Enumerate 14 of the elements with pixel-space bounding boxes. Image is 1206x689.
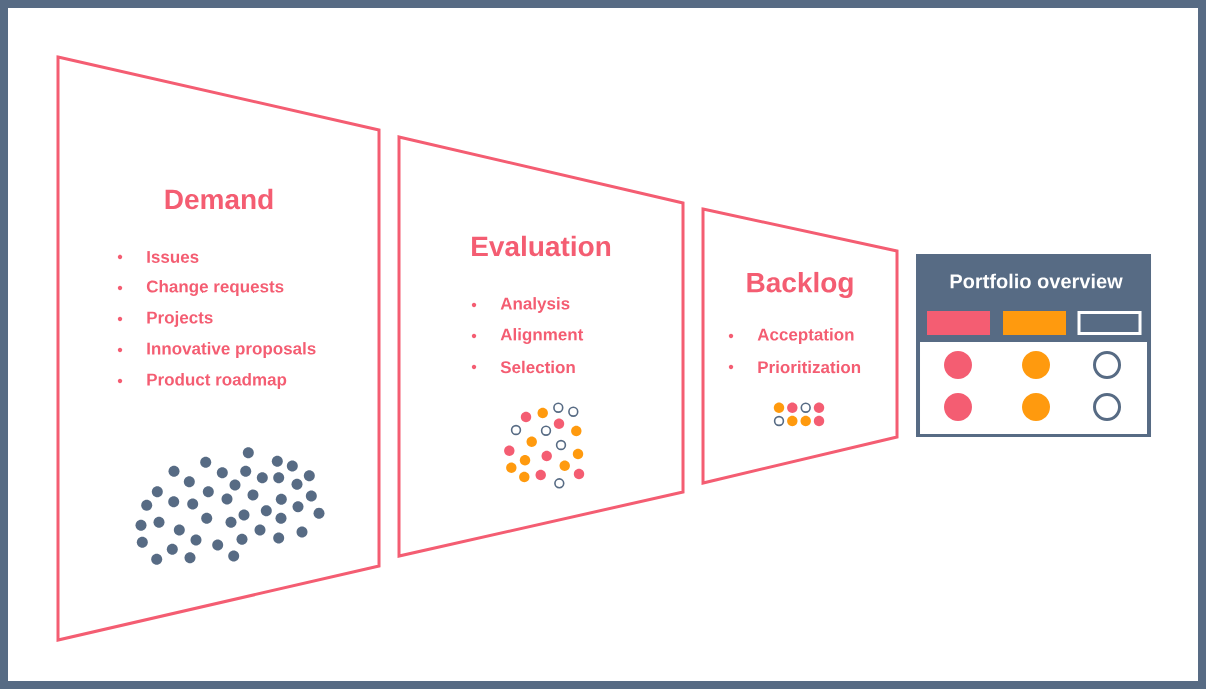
bullet-item: Acceptation (757, 328, 854, 344)
bullet-item: Projects (147, 311, 213, 327)
stage-heading: Evaluation (472, 235, 611, 257)
stage-heading: Demand (165, 188, 273, 210)
bullet-item: Selection (500, 360, 575, 374)
panel-title: Portfolio overview (950, 273, 1123, 289)
bullet-item: Prioritization (758, 360, 861, 374)
bullet-item: Alignment (500, 328, 584, 344)
bullet-item: Analysis (500, 297, 570, 313)
bullet-item: Issues (147, 251, 199, 263)
bullet-item: Innovative proposals (147, 342, 316, 358)
bullet-item: Change requests (146, 280, 284, 296)
bullet-item: Product roadmap (147, 373, 287, 389)
stage-heading: Backlog (747, 271, 853, 299)
